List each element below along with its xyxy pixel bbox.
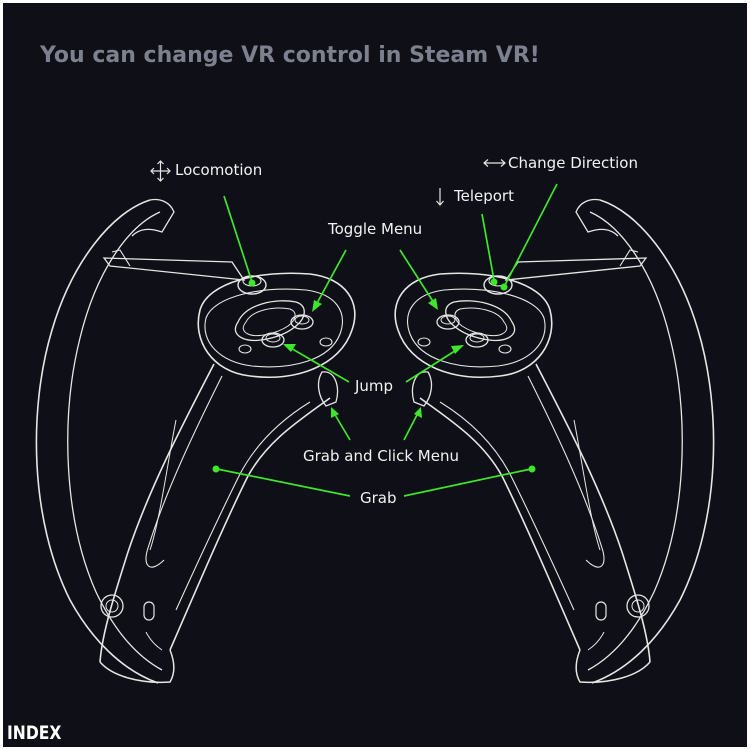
label-grab: Grab bbox=[360, 489, 397, 507]
pointer-jump-right bbox=[405, 348, 459, 383]
label-change-direction: Change Direction bbox=[508, 154, 638, 172]
pointer-toggle-menu-left bbox=[315, 249, 347, 306]
label-jump: Jump bbox=[355, 377, 394, 395]
pointer-locomotion bbox=[223, 195, 253, 283]
left-right-arrow-icon bbox=[483, 159, 506, 167]
pointer-jump-left bbox=[288, 346, 350, 383]
pointer-teleport-dot bbox=[490, 278, 498, 286]
label-teleport: Teleport bbox=[454, 187, 514, 205]
label-grab-click-menu: Grab and Click Menu bbox=[303, 447, 459, 465]
pointer-grab-left-dot bbox=[212, 465, 220, 473]
pointer-grab-right bbox=[403, 468, 532, 497]
page-title: You can change VR control in Steam VR! bbox=[40, 43, 540, 68]
pointer-grab-click-right bbox=[403, 412, 419, 441]
down-arrow-icon bbox=[436, 188, 444, 206]
pointer-lines bbox=[212, 183, 558, 497]
pointer-grab-right-dot bbox=[528, 465, 536, 473]
diagram-panel bbox=[3, 3, 747, 747]
pointer-grab-click-left bbox=[333, 412, 351, 441]
brand-logo: INDEX bbox=[7, 722, 62, 744]
pointer-locomotion-dot bbox=[248, 279, 256, 287]
label-toggle-menu: Toggle Menu bbox=[328, 220, 423, 238]
pointer-teleport bbox=[481, 213, 495, 281]
pointer-toggle-menu-right bbox=[399, 249, 435, 304]
pointer-change-direction-dot bbox=[500, 283, 508, 291]
pointer-change-direction bbox=[504, 183, 558, 286]
right-controller bbox=[394, 198, 715, 684]
label-locomotion: Locomotion bbox=[175, 161, 263, 179]
move-arrows-icon bbox=[150, 160, 171, 182]
left-controller bbox=[35, 198, 356, 684]
pointer-grab-left bbox=[216, 468, 351, 497]
